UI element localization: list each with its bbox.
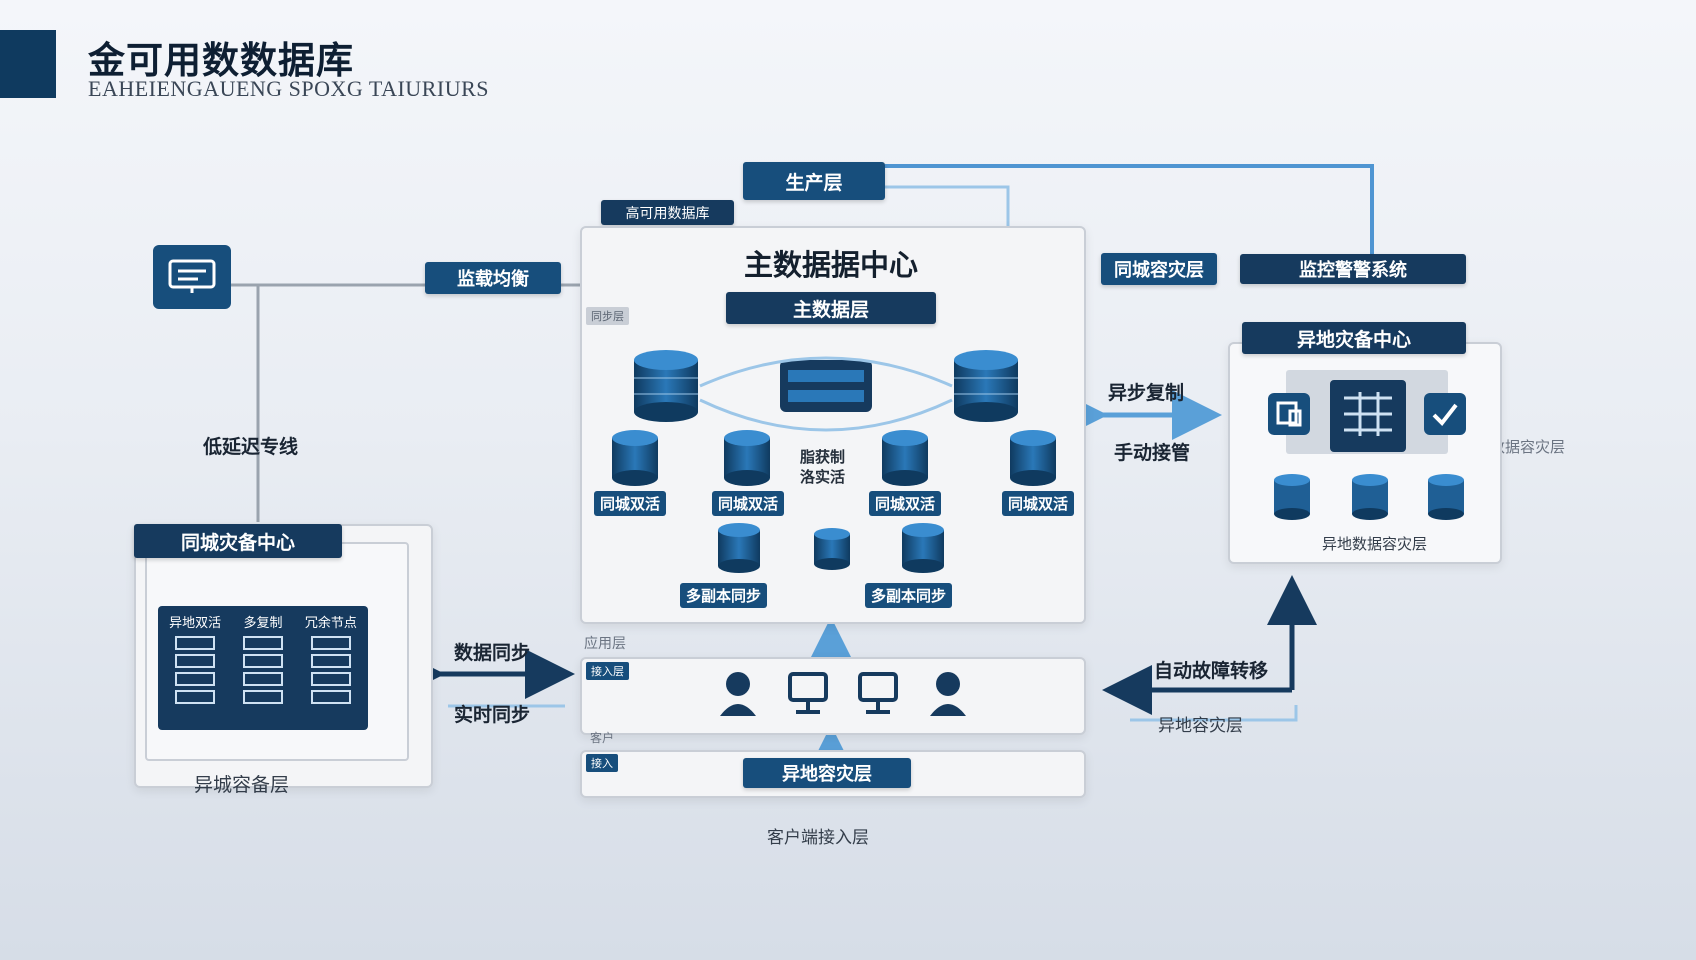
remote-dr-layer-label: 异地容灾层 [1158,716,1243,736]
manual-takeover-label: 手动接管 [1114,442,1191,464]
center-text-1: 脂获制 [800,448,846,466]
database-icon-a [634,350,698,422]
same-city-bottom-label: 异城容备层 [194,774,290,796]
main-db-layer-tag[interactable]: 主数据层 [726,292,936,324]
client-tag: 接入 [586,754,618,772]
same-city-dr-tag[interactable]: 同城容灾层 [1101,253,1217,285]
title-accent-block [0,30,56,98]
active-active-label-3: 同城双活 [869,491,942,516]
remote-db-icons [1274,474,1464,520]
main-center-title: 主数据据中心 [743,248,918,282]
monitor-system-tag[interactable]: 监控警警系统 [1240,254,1466,284]
user-icon-1 [720,672,756,716]
auto-failover-label: 自动故障转移 [1154,660,1269,682]
remote-layer-label: 异地数据容灾层 [1322,535,1428,553]
computer-icon-2 [858,672,898,714]
page-title: 金可用数数据库 [88,39,354,82]
rack-servers-icon [175,636,351,704]
database-icon-c [612,430,658,486]
database-icon-h [814,528,850,570]
database-icon-g [718,523,760,573]
rack-tab-3: 冗余节点 [304,616,357,631]
active-active-label-1: 同城双活 [594,491,667,516]
realtime-sync-label: 实时同步 [454,704,531,726]
monitor-icon [153,245,231,309]
async-replication-label: 异步复制 [1108,382,1185,404]
center-text-2: 洛实活 [800,468,846,486]
production-layer-tag[interactable]: 生产层 [743,162,885,200]
shield-check-icon [1424,393,1466,435]
rack-tabs: 异地双活 多复制 冗余节点 [158,606,368,631]
computer-icon-1 [788,672,828,714]
load-balance-tag[interactable]: 监载均衡 [425,262,561,294]
data-dr-side-label: 数据容灾层 [1490,438,1566,456]
database-cluster [612,350,1056,573]
database-icon-b [954,350,1018,422]
active-active-label-4: 同城双活 [1002,491,1075,516]
app-layer-heading: 应用层 [584,636,626,652]
remote-core-icon [1330,380,1406,452]
device-icon [1268,393,1310,435]
rack-tab-1: 异地双活 [169,616,222,631]
server-icon-main [780,360,872,412]
database-icon-e [882,430,928,486]
panel-side-tag: 同步层 [586,307,629,325]
database-icon-i [902,523,944,573]
ha-database-tag[interactable]: 高可用数据库 [601,200,734,225]
app-layer-panel [580,657,1086,735]
low-latency-label: 低延迟专线 [203,436,299,458]
rack-tab-2: 多复制 [243,616,283,631]
database-icon-f [1010,430,1056,486]
user-icon-2 [930,672,966,716]
same-city-dr-center-tag[interactable]: 同城灾备中心 [134,524,342,558]
app-layer-tag: 接入层 [586,662,629,680]
client-access-layer-label: 客户端接入层 [767,828,869,848]
client-heading: 客户 [590,731,615,745]
replica-sync-label-1: 多副本同步 [680,583,768,608]
rack-panel: 异地双活 多复制 冗余节点 [158,606,368,730]
data-sync-label: 数据同步 [454,642,531,664]
remote-dr-layer-button[interactable]: 异地容灾层 [743,758,911,788]
replica-sync-label-2: 多副本同步 [865,583,953,608]
remote-dr-center-tag[interactable]: 异地灾备中心 [1242,322,1466,354]
database-icon-d [724,430,770,486]
client-icons-row [718,670,968,716]
page-subtitle: EAHEIENGAUENG SPOXG TAIURIURS [88,76,489,101]
active-active-label-2: 同城双活 [712,491,785,516]
